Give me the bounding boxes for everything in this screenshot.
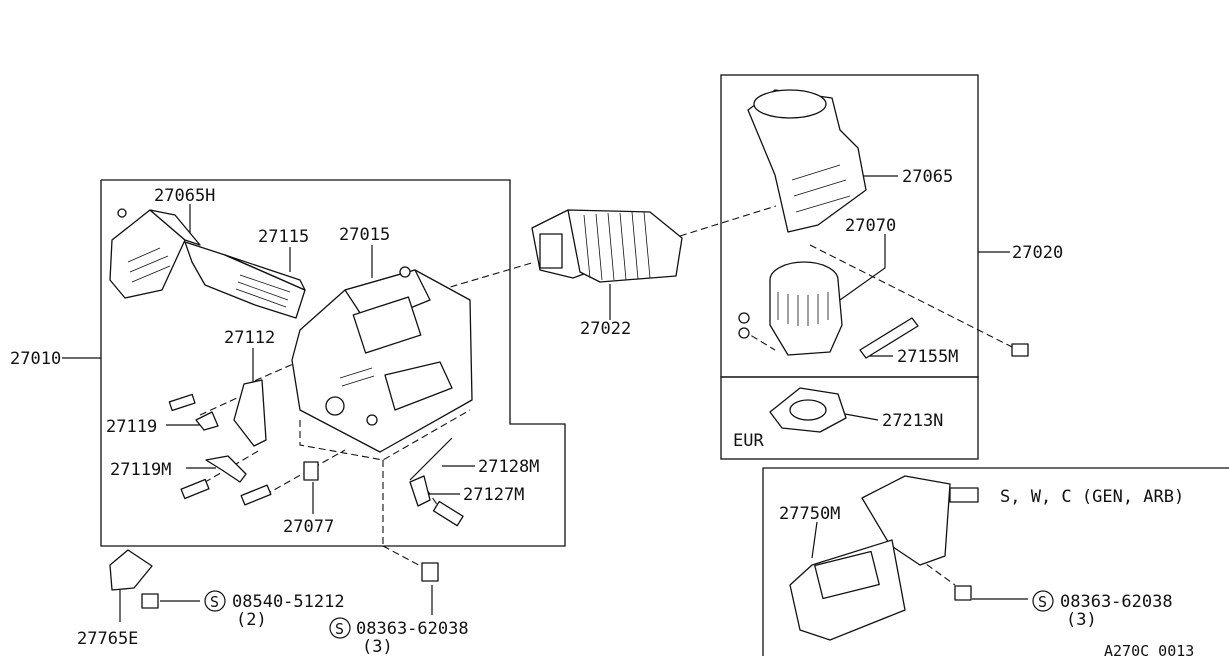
blower-motor-27070 <box>769 261 843 356</box>
label-27070: 27070 <box>845 216 896 236</box>
label-eur: EUR <box>733 431 764 451</box>
label-27155M: 27155M <box>897 347 958 367</box>
dash-duct-link <box>439 261 536 291</box>
label-variant: S, W, C (GEN, ARB) <box>1000 487 1184 507</box>
rod-27128M <box>409 437 453 481</box>
label-27119M: 27119M <box>110 460 171 480</box>
label-27020: 27020 <box>1012 243 1063 263</box>
std-part-2: S 08363-62038 (3) <box>329 617 469 657</box>
dash-clip2-link <box>419 479 449 521</box>
dash-bottom-screw <box>382 545 429 571</box>
seal-27213N <box>769 387 847 433</box>
std-part-1: S 08540-51212 (2) <box>204 590 345 630</box>
nut-27077 <box>303 461 319 481</box>
label-27119: 27119 <box>106 417 157 437</box>
eur-frame <box>720 376 979 460</box>
duct-27750M <box>789 475 979 641</box>
clip-27127M <box>409 475 464 527</box>
label-27750M: 27750M <box>779 504 840 524</box>
std-symbol-3: S <box>1038 593 1047 611</box>
leader-27750M <box>811 521 818 559</box>
screw-bottom-center <box>421 562 439 582</box>
label-qty1: (2) <box>236 610 267 630</box>
label-27022: 27022 <box>580 319 631 339</box>
label-qty3: (3) <box>1066 610 1097 630</box>
std-symbol-icon <box>204 590 226 612</box>
heater-case-27015 <box>291 266 473 453</box>
label-27765E: 27765E <box>77 629 138 649</box>
label-27010: 27010 <box>10 349 61 369</box>
dash-blower-link <box>679 205 777 237</box>
label-27112: 27112 <box>224 328 275 348</box>
label-27127M: 27127M <box>463 485 524 505</box>
leader-27070 <box>839 234 886 301</box>
bracket-27112 <box>233 379 267 447</box>
label-std2: 08363-62038 <box>356 619 469 639</box>
label-27128M: 27128M <box>478 457 539 477</box>
resistor-27155M <box>738 312 1029 359</box>
label-std3: 08363-62038 <box>1060 592 1173 612</box>
reference-code: A270C 0013 <box>1104 642 1194 660</box>
label-27065: 27065 <box>902 167 953 187</box>
screw-bottom-left <box>180 478 272 506</box>
std-symbol-1: S <box>210 593 219 611</box>
std-symbol-icon <box>1032 590 1054 612</box>
blower-intake-27065 <box>747 89 867 233</box>
label-27015: 27015 <box>339 225 390 245</box>
label-27115: 27115 <box>258 227 309 247</box>
variant-frame <box>762 467 1229 656</box>
side-duct-27065H <box>109 208 201 299</box>
label-27065H: 27065H <box>154 186 215 206</box>
screw-27119 <box>168 393 219 431</box>
std-symbol-2: S <box>335 620 344 638</box>
dash-heater-base <box>299 409 471 461</box>
label-27077: 27077 <box>283 517 334 537</box>
bellows-27022 <box>531 209 683 283</box>
std-part-3: S 08363-62038 (3) <box>1032 590 1173 630</box>
std-symbol-icon <box>329 617 351 639</box>
label-27213N: 27213N <box>882 411 943 431</box>
leader-27213N <box>844 413 879 421</box>
duct-27115 <box>184 241 306 319</box>
bracket-27765E <box>109 549 159 609</box>
clip-27119M <box>205 455 247 483</box>
label-qty2: (3) <box>362 637 393 657</box>
heater-unit-frame <box>100 179 566 547</box>
dash-screw-link <box>809 244 1019 351</box>
label-std1: 08540-51212 <box>232 592 345 612</box>
